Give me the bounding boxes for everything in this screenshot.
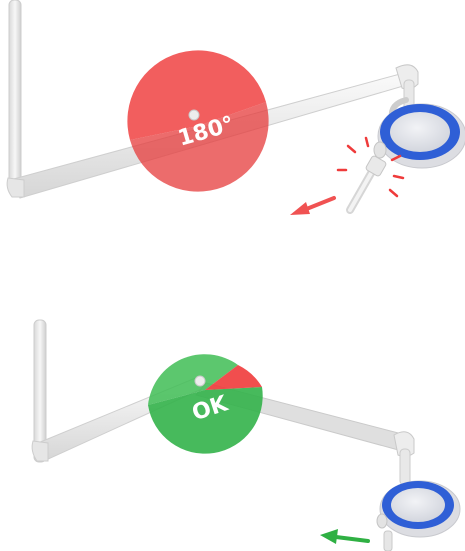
lamp-head [373,97,465,169]
scene-rotation-exceeded: 180° [0,0,465,270]
lamp-handle [383,530,393,551]
pivot-joint [188,109,200,121]
lamp-face [390,112,450,152]
pivot-joint [194,375,206,387]
broken-handle [346,155,387,214]
pull-direction-arrow-red [290,196,336,215]
exceeded-illustration: 180° [6,0,465,215]
ceiling-pole [33,319,47,463]
lamp-head [376,480,461,551]
impact-marks [336,136,405,198]
scene-rotation-ok: OK [0,275,465,551]
ok-illustration: OK [31,319,461,551]
rotation-arc-ok [148,354,263,454]
lamp-face [391,488,445,522]
pull-direction-arrow-green [320,529,370,544]
limit-warning-wedge [205,365,262,390]
ceiling-pole [8,0,22,193]
rotation-arc-exceeded [127,50,269,192]
